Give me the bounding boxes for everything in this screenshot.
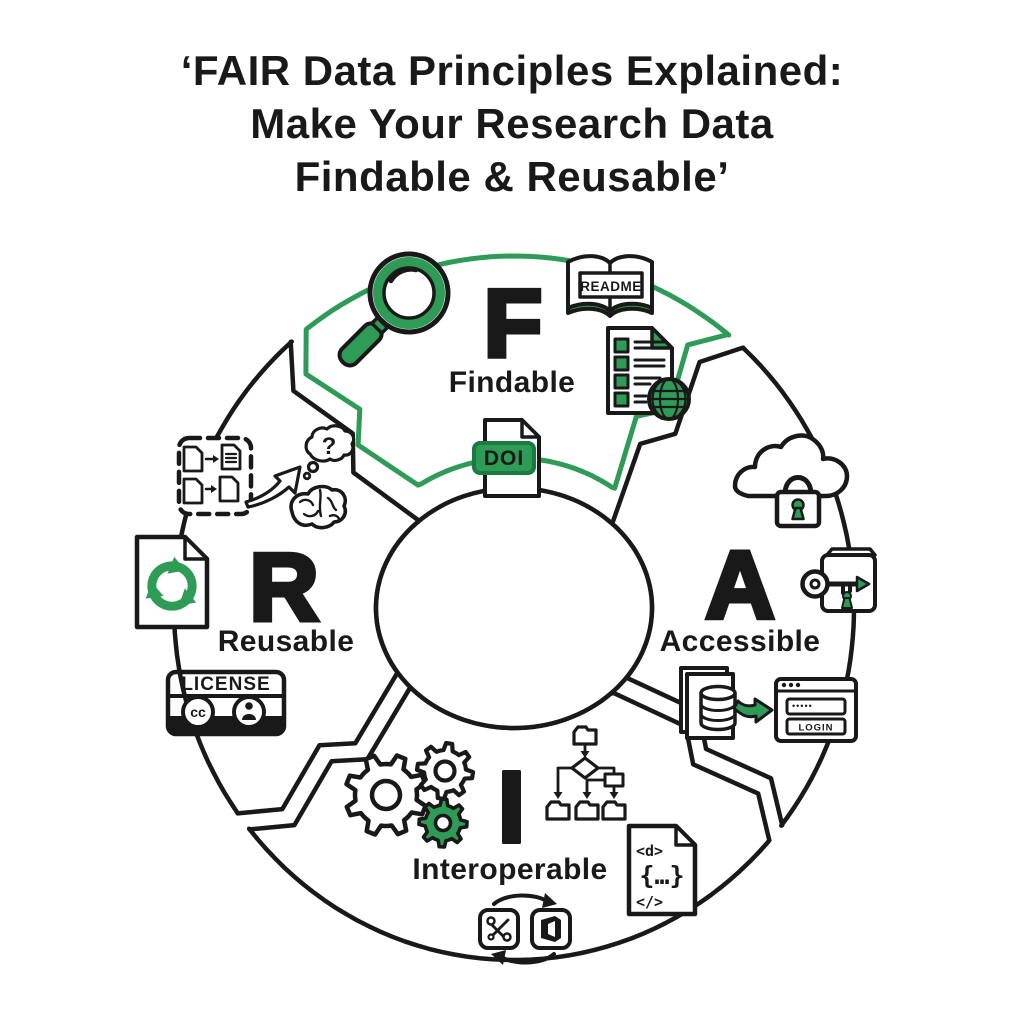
readme-book-icon: README	[566, 254, 654, 318]
document-workflow-icon	[176, 435, 254, 517]
password-mask: •••••	[792, 701, 813, 711]
format-conversion-icon	[478, 893, 572, 965]
code-line-1: <d>	[636, 842, 663, 860]
code-line-3: </>	[636, 893, 663, 911]
cc-logo-icon	[181, 695, 215, 729]
cloud-lock-icon	[732, 433, 850, 529]
flowchart-icon	[545, 725, 627, 821]
letter-reusable: R	[249, 534, 318, 641]
readme-label: README	[580, 279, 642, 294]
title-line-1: ‘FAIR Data Principles Explained:	[180, 47, 844, 94]
center-circle	[373, 485, 655, 731]
label-accessible: Accessible	[660, 625, 821, 658]
login-window-icon: ••••• LOGIN	[774, 677, 858, 743]
magnifier-icon	[337, 251, 451, 368]
title-line-2: Make Your Research Data	[250, 100, 774, 147]
letter-findable: F	[484, 270, 543, 377]
database-transfer-icon	[679, 666, 774, 740]
label-reusable: Reusable	[218, 625, 355, 658]
cc-logo-text: cc	[190, 704, 206, 720]
doi-document-icon: DOI	[472, 418, 541, 498]
code-line-2: {…}	[639, 861, 684, 890]
license-cc-badge-icon: LICENSE cc	[165, 669, 287, 737]
recycle-document-icon	[134, 534, 210, 630]
structured-code-file-icon: <d> {…} </>	[626, 823, 698, 917]
key-access-box-icon	[800, 547, 877, 613]
gears-icon	[344, 740, 476, 849]
recycle-symbol	[145, 556, 197, 611]
letter-interoperable	[502, 770, 521, 844]
label-interoperable: Interoperable	[412, 853, 607, 886]
license-label: LICENSE	[181, 674, 270, 695]
workflow-to-brain-arrow	[244, 465, 302, 509]
question-brain-icon: ?	[289, 424, 356, 530]
letter-accessible: A	[705, 532, 774, 639]
login-button-label: LOGIN	[798, 723, 833, 734]
doi-label: DOI	[484, 447, 524, 470]
question-mark: ?	[322, 433, 337, 460]
title-line-3: Findable & Reusable’	[294, 153, 730, 200]
page-title: ‘FAIR Data Principles Explained: Make Yo…	[0, 44, 1024, 203]
label-findable: Findable	[449, 366, 576, 399]
cc-by-person-icon	[232, 695, 266, 729]
metadata-checklist-globe-icon	[606, 326, 691, 421]
